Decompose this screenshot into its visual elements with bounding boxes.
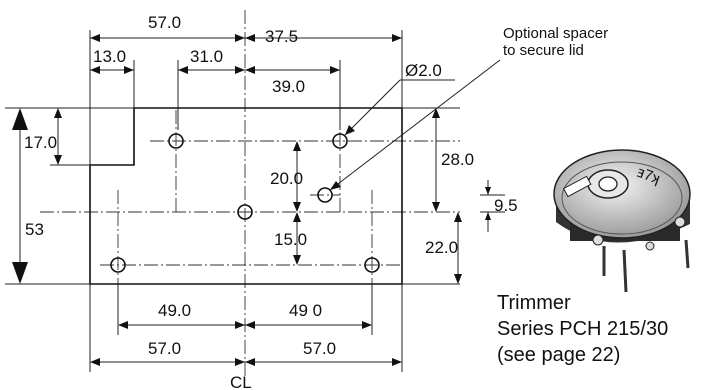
spacer-hole bbox=[317, 187, 333, 203]
trimmer-marking: ⱻ7ʞ bbox=[635, 164, 663, 188]
dim-lower-left: 15.0 bbox=[274, 230, 307, 249]
mounting-holes bbox=[110, 133, 380, 273]
dim-bottom-right-outer: 57.0 bbox=[303, 339, 336, 358]
dim-spacer-up: 20.0 bbox=[270, 169, 303, 188]
dim-top-right: 37.5 bbox=[265, 27, 298, 46]
dim-hole-offset: 31.0 bbox=[190, 47, 223, 66]
hole-lower-right bbox=[364, 257, 380, 273]
dim-diameter: Ø2.0 bbox=[405, 61, 442, 80]
caption-title: Trimmer bbox=[497, 292, 571, 314]
dim-spacer-offset: 9.5 bbox=[494, 196, 518, 215]
dim-top-overall: 57.0 bbox=[148, 13, 181, 32]
dimension-labels: 57.0 37.5 13.0 31.0 39.0 Ø2.0 17.0 53 28… bbox=[24, 13, 518, 390]
extension-lines bbox=[5, 30, 505, 372]
hole-center bbox=[237, 204, 253, 220]
hole-upper-left bbox=[168, 133, 184, 149]
dim-bottom-left-inner: 49.0 bbox=[158, 301, 191, 320]
leader-lines bbox=[329, 59, 501, 191]
dim-upper-right: 28.0 bbox=[441, 150, 474, 169]
spacer-note-line2: to secure lid bbox=[503, 42, 584, 59]
caption-reference: (see page 22) bbox=[497, 344, 621, 366]
dim-height-overall: 53 bbox=[25, 220, 44, 239]
dim-bottom-left-outer: 57.0 bbox=[148, 339, 181, 358]
board-outline bbox=[89, 107, 403, 285]
dimension-lines bbox=[19, 37, 489, 363]
centerline-label: CL bbox=[230, 373, 252, 390]
dim-step-height: 17.0 bbox=[24, 133, 57, 152]
spacer-note-line1: Optional spacer bbox=[503, 25, 608, 42]
arrowheads bbox=[12, 34, 491, 366]
caption-series: Series PCH 215/30 bbox=[497, 318, 669, 340]
dim-left-step: 13.0 bbox=[93, 47, 126, 66]
hole-upper-right bbox=[332, 133, 348, 149]
dim-bottom-right-inner: 49 0 bbox=[289, 301, 322, 320]
trimmer-caption: Trimmer Series PCH 215/30 (see page 22) bbox=[497, 290, 668, 368]
dim-lower-right: 22.0 bbox=[425, 238, 458, 257]
hole-lower-left bbox=[110, 257, 126, 273]
trimmer-illustration: ⱻ7ʞ bbox=[553, 149, 691, 293]
dim-right-hole: 39.0 bbox=[272, 77, 305, 96]
